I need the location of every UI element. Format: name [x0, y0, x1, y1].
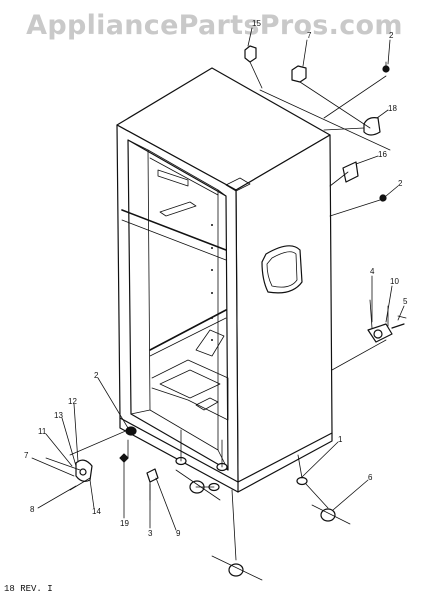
- leveler-part-1: [296, 476, 308, 486]
- callout-18: 18: [388, 104, 397, 113]
- callout-14: 14: [92, 507, 101, 516]
- bolt-part-2b: [379, 194, 387, 202]
- nut-part-7: [291, 65, 307, 83]
- hardware-parts: [75, 45, 405, 577]
- callout-1: 1: [338, 435, 343, 444]
- callout-19: 19: [120, 519, 129, 528]
- callout-6: 6: [368, 473, 373, 482]
- callout-3: 3: [148, 529, 153, 538]
- callout-5: 5: [403, 297, 408, 306]
- callout-11: 11: [38, 427, 47, 436]
- callout-7-left: 7: [24, 451, 29, 460]
- callout-4: 4: [370, 267, 375, 276]
- callout-2-left: 2: [94, 371, 99, 380]
- callout-15: 15: [252, 19, 261, 28]
- callout-16: 16: [378, 150, 387, 159]
- bracket-part-16: [342, 161, 359, 183]
- clip-part-3: [146, 468, 159, 483]
- sleeve-part-18: [363, 117, 381, 136]
- callout-13: 13: [54, 411, 63, 420]
- cabinet-body: [116, 67, 333, 493]
- watermark-logo: AppliancePartsPros.com: [26, 10, 403, 41]
- nut-part-2c: [125, 426, 137, 436]
- screw-part-15: [244, 45, 257, 63]
- callout-2-mid: 2: [398, 179, 403, 188]
- revision-note: 18 REV. I: [4, 584, 53, 594]
- roller-part-6: [320, 508, 336, 522]
- callout-7-top: 7: [307, 31, 312, 40]
- callout-9: 9: [176, 529, 181, 538]
- callout-labels: 15 7 2 18 16 2 4 10 5 1 6 2 12 13 11 7 8…: [24, 19, 408, 538]
- callout-8: 8: [30, 505, 35, 514]
- callout-10: 10: [390, 277, 399, 286]
- callout-12: 12: [68, 397, 77, 406]
- callout-2-top: 2: [389, 31, 394, 40]
- leader-lines: [31, 27, 407, 581]
